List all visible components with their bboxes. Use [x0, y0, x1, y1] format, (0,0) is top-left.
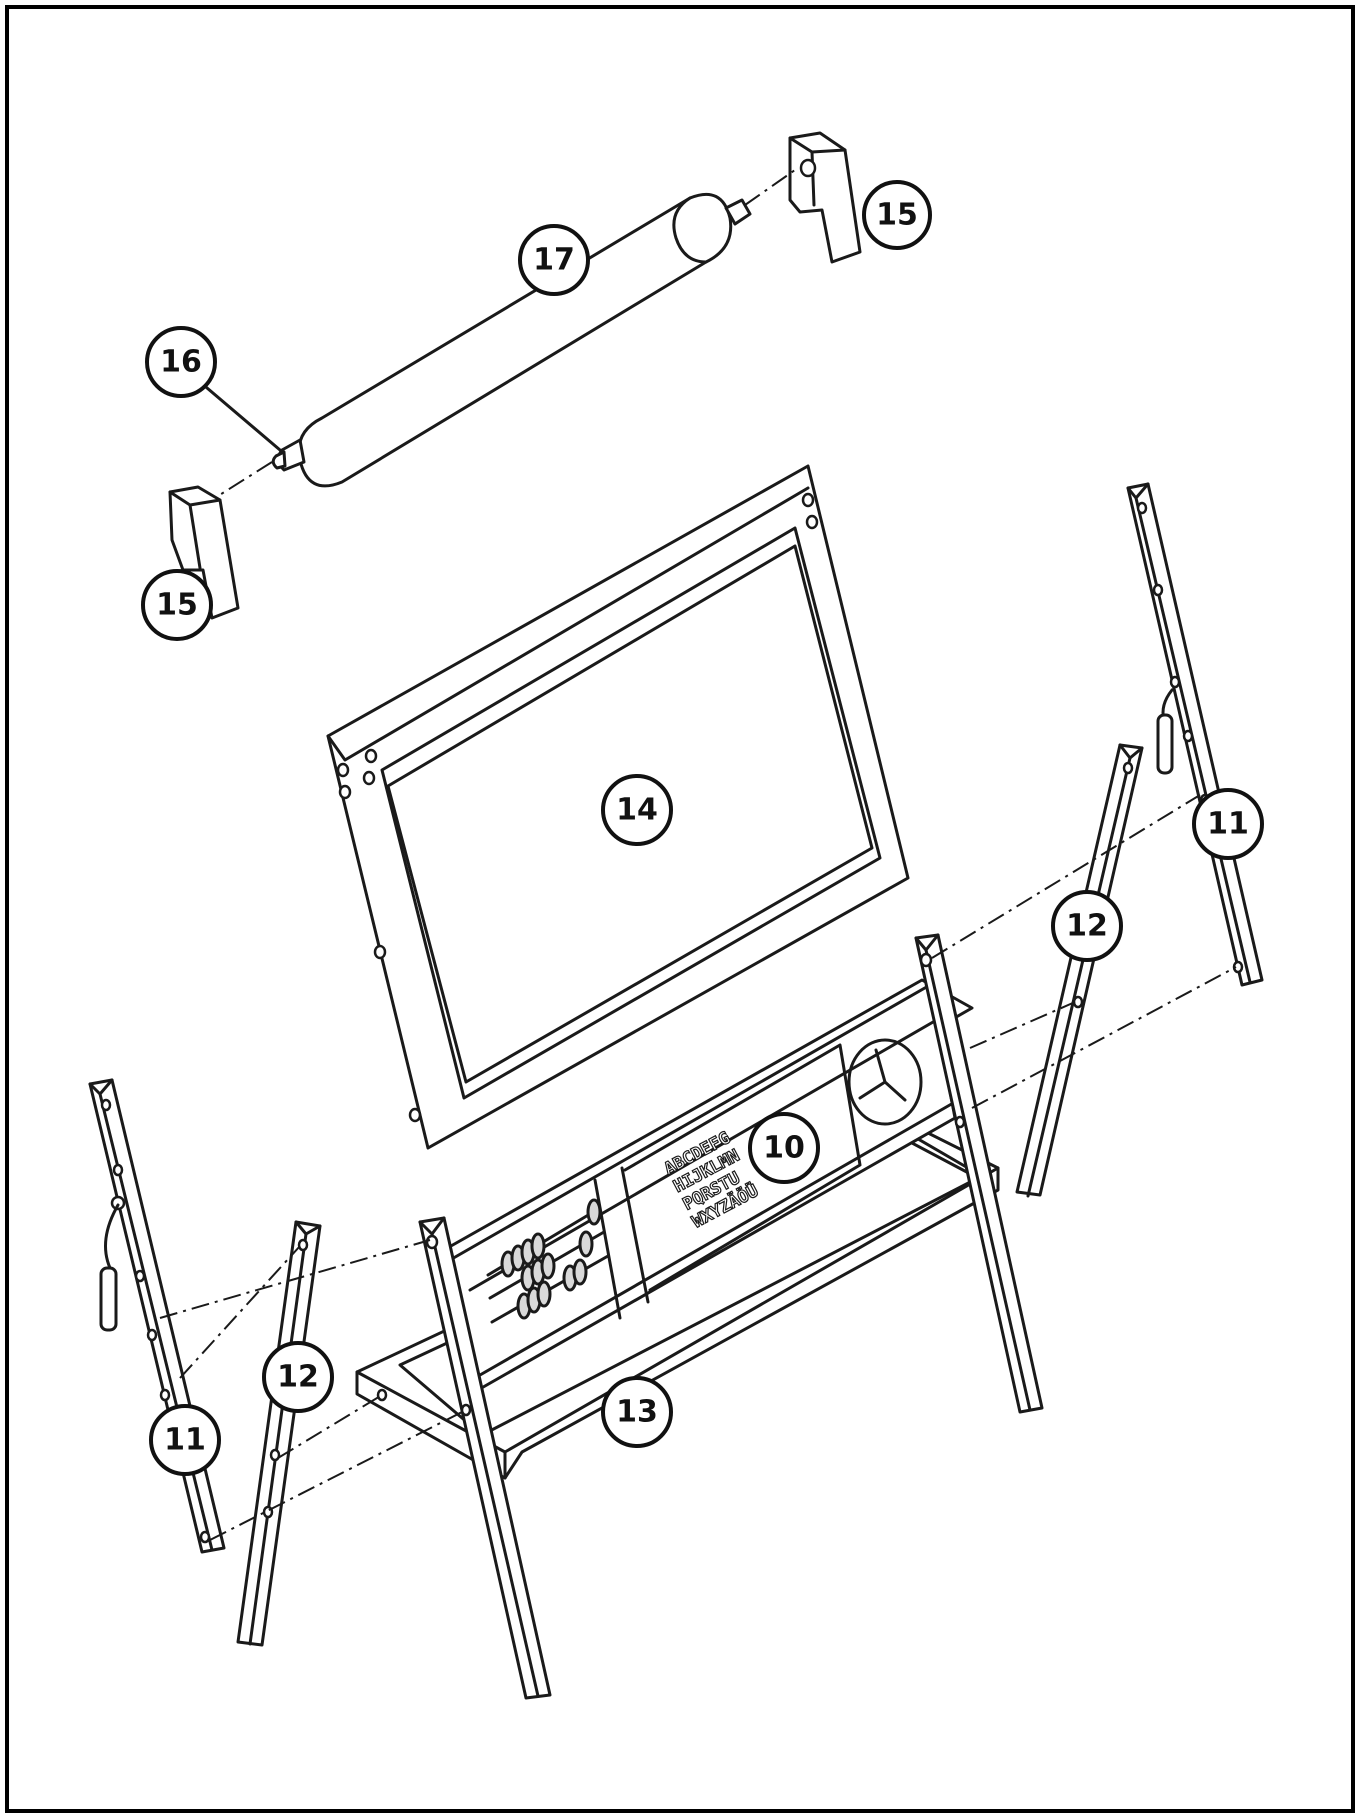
callout-part-16: 16 — [145, 326, 217, 398]
svg-text:17: 17 — [533, 243, 575, 278]
page-border — [5, 5, 1355, 1813]
part-11-leg-right — [1126, 482, 1264, 987]
callout-part-15-top: 15 — [862, 180, 932, 250]
callout-part-10: 10 — [748, 1112, 820, 1184]
alignment-line — [277, 1394, 383, 1459]
alignment-line — [209, 1409, 467, 1541]
svg-text:15: 15 — [876, 198, 918, 233]
part-12-leg-right — [1015, 743, 1144, 1198]
svg-text:11: 11 — [1207, 807, 1249, 842]
callout-part-12-right: 12 — [1051, 890, 1123, 962]
alignment-line — [969, 1001, 1076, 1049]
callout-part-12-left: 12 — [262, 1341, 334, 1413]
part-10-main-frame — [418, 933, 1044, 1700]
alignment-line — [971, 966, 1237, 1109]
alignment-line — [744, 169, 796, 206]
callout-part-13: 13 — [601, 1376, 673, 1448]
callout-part-11-right: 11 — [1192, 788, 1264, 860]
callout-part-11-left: 11 — [149, 1404, 221, 1476]
alignment-line — [179, 1245, 301, 1379]
svg-text:15: 15 — [156, 588, 198, 623]
part-17-roller — [271, 192, 752, 488]
alignment-line — [159, 1239, 431, 1319]
part-11-leg-left — [88, 1078, 226, 1554]
part-15-bracket-right — [788, 131, 862, 264]
part-12-leg-left — [236, 1220, 322, 1647]
alignment-line — [217, 461, 273, 497]
svg-text:16: 16 — [160, 345, 202, 380]
callout-part-15-left: 15 — [141, 569, 213, 641]
leader-line — [198, 380, 282, 452]
svg-text:13: 13 — [616, 1395, 658, 1430]
svg-text:12: 12 — [277, 1360, 319, 1395]
callout-part-17: 17 — [518, 224, 590, 296]
svg-text:12: 12 — [1066, 909, 1108, 944]
svg-text:14: 14 — [616, 793, 658, 828]
svg-text:10: 10 — [763, 1131, 805, 1166]
svg-text:11: 11 — [164, 1423, 206, 1458]
callout-part-14: 14 — [601, 774, 673, 846]
part-15-bracket-left — [168, 485, 240, 620]
alignment-line — [931, 794, 1201, 959]
